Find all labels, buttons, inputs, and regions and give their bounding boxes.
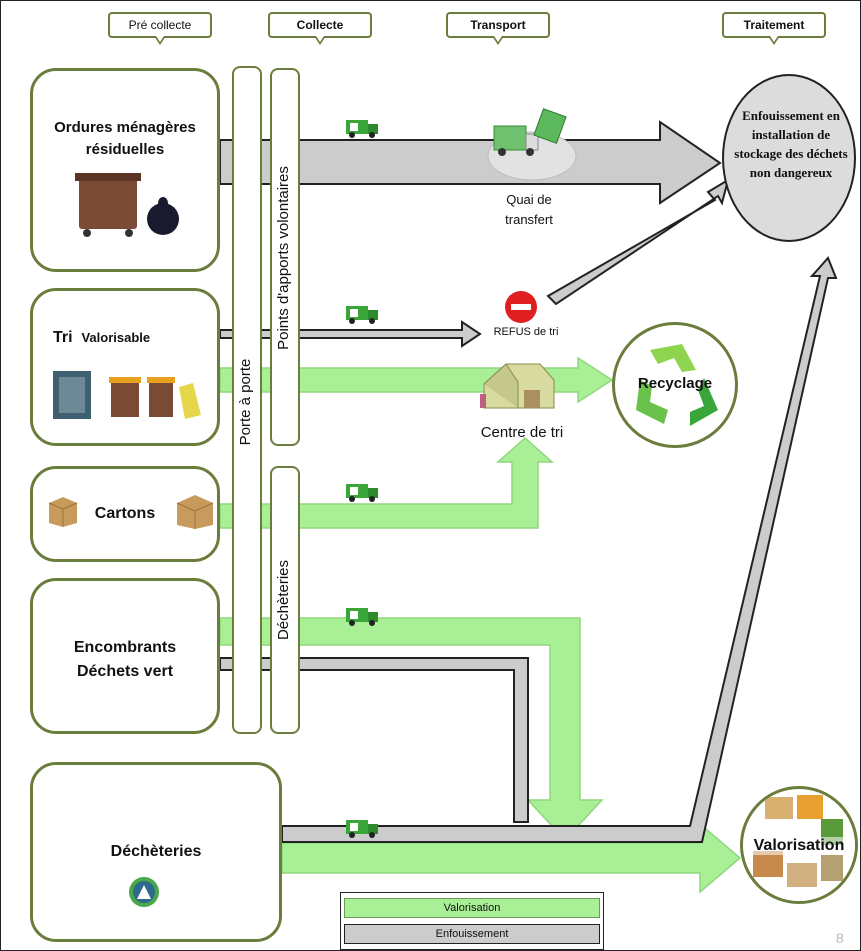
source-tri: Tri Valorisable: [30, 288, 220, 446]
treatment-valorisation-label: Valorisation: [743, 837, 855, 855]
truck-icon: [346, 484, 378, 502]
arrow-cartons-centre: [219, 436, 554, 529]
page-number: 8: [836, 930, 844, 946]
collecte-porte-a-porte-label: Porte à porte: [237, 358, 254, 446]
centre-de-tri-icon: [480, 363, 555, 409]
quai-transfert-label-2: transfert: [505, 212, 553, 227]
header-traitement-label: Traitement: [743, 18, 805, 32]
source-decheteries: Déchèteries: [30, 762, 282, 942]
source-encombrants-label-1: Encombrants: [73, 639, 177, 656]
centre-de-tri-label: Centre de tri: [480, 424, 564, 441]
quai-transfert-icon: [487, 108, 577, 181]
truck-icon: [346, 306, 378, 324]
source-tri-label: Tri Valorisable: [33, 329, 217, 347]
source-tri-label-b: Valorisable: [81, 330, 151, 345]
collecte-decheteries-label: Déchèteries: [275, 559, 292, 641]
arrow-decheteries-enfouissement: [281, 256, 838, 843]
treatment-enfouissement-label: Enfouissement en installation de stockag…: [734, 108, 848, 180]
treatment-recyclage: Recyclage: [612, 322, 738, 448]
recycle-icon: [636, 344, 718, 426]
treatment-recyclage-label: Recyclage: [637, 375, 713, 392]
collecte-decheteries: [270, 466, 300, 734]
tri-containers-icon: [53, 371, 201, 419]
arrow-refus-enfouissement: [546, 177, 730, 306]
header-transport-label: Transport: [470, 18, 526, 32]
header-collecte: Collecte: [268, 12, 372, 45]
header-collecte-label: Collecte: [296, 18, 344, 32]
treatment-enfouissement: Enfouissement en installation de stockag…: [722, 74, 856, 242]
truck-icon: [346, 608, 378, 626]
header-transport: Transport: [446, 12, 550, 45]
quai-transfert-label: Quai de transfert: [484, 190, 574, 230]
collecte-porte-a-porte: [232, 66, 262, 734]
carton-box-icon: [48, 497, 78, 527]
arrow-encombrants-grey: [219, 657, 529, 823]
truck-icon: [346, 820, 378, 838]
header-pre-collecte-label: Pré collecte: [128, 18, 192, 32]
collecte-pav: [270, 68, 300, 446]
treatment-valorisation: Valorisation: [740, 786, 858, 904]
collecte-pav-label: Points d'apports volontaires: [275, 166, 292, 350]
decheterie-logo-icon: [129, 877, 159, 907]
source-cartons: Cartons: [30, 466, 220, 562]
legend-enfouissement: Enfouissement: [344, 924, 600, 944]
valorisation-collage-icon: [753, 795, 843, 887]
source-encombrants: Encombrants Déchets vert: [30, 578, 220, 734]
legend-valorisation: Valorisation: [344, 898, 600, 918]
quai-transfert-label-1: Quai de: [506, 192, 552, 207]
bins-icon: [75, 173, 179, 237]
source-cartons-label: Cartons: [94, 505, 156, 522]
source-decheteries-label: Déchèteries: [110, 843, 202, 860]
source-encombrants-label-2: Déchets vert: [76, 663, 174, 680]
source-omr: Ordures ménagères résiduelles: [30, 68, 220, 272]
truck-icon: [346, 120, 378, 138]
refus-label: REFUS de tri: [493, 326, 559, 338]
header-traitement: Traitement: [722, 12, 826, 45]
carton-box-icon: [176, 495, 214, 529]
source-tri-label-a: Tri: [53, 329, 73, 346]
source-omr-label: Ordures ménagères résiduelles: [54, 119, 196, 158]
header-pre-collecte: Pré collecte: [108, 12, 212, 45]
no-entry-icon: [505, 291, 537, 323]
